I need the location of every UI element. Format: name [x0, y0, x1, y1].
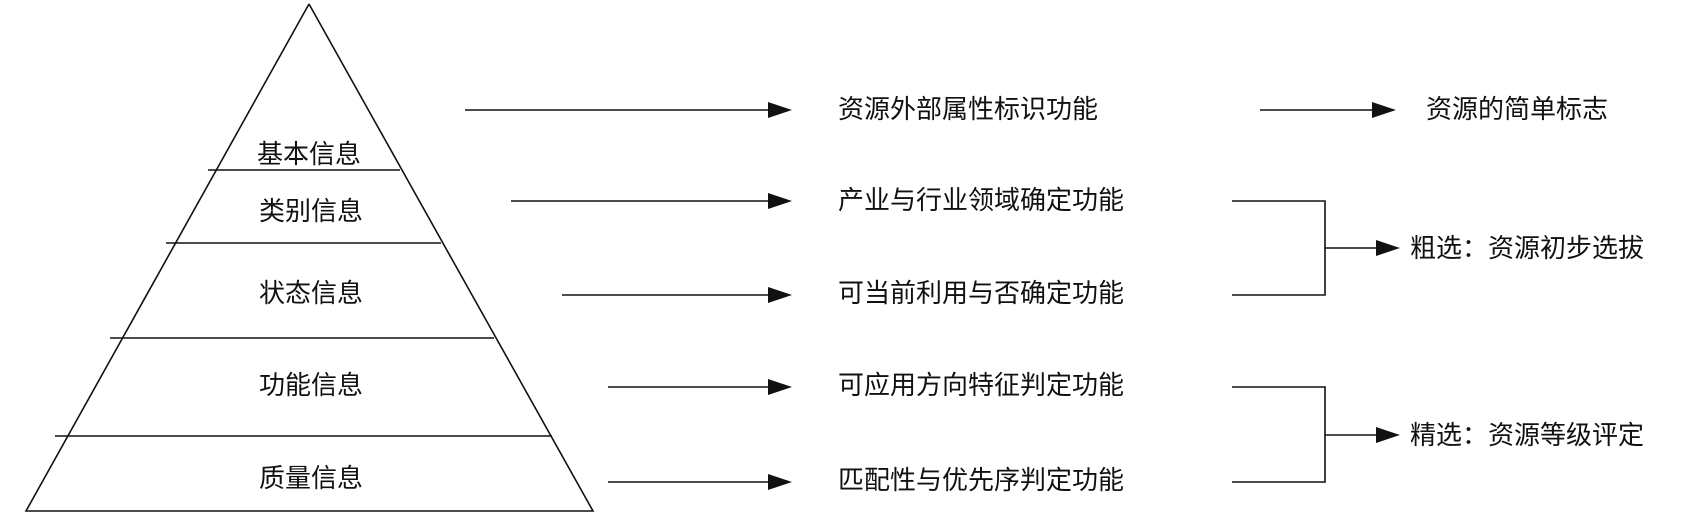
outcome-fine-selection: 精选：资源等级评定: [1410, 421, 1644, 451]
arrow-7-head: [1376, 240, 1400, 256]
function-label-4: 可应用方向特征判定功能: [838, 371, 1124, 401]
function-label-3: 可当前利用与否确定功能: [838, 279, 1124, 309]
arrow-4-head: [768, 379, 792, 395]
arrow-1-head: [768, 102, 792, 118]
function-label-1: 资源外部属性标识功能: [838, 95, 1098, 125]
outcome-rough-selection: 粗选：资源初步选拔: [1410, 234, 1644, 264]
pyramid-layer-function: 功能信息: [259, 371, 363, 401]
layer-to-function-arrows: [465, 102, 792, 490]
bracket-rough: [1232, 200, 1326, 296]
function-label-2: 产业与行业领域确定功能: [838, 186, 1124, 216]
pyramid: 基本信息 类别信息 状态信息 功能信息 质量信息: [24, 3, 595, 512]
arrow-8-head: [1376, 427, 1400, 443]
pyramid-layer-quality: 质量信息: [259, 464, 363, 494]
simple-mark-connector: 资源的简单标志: [1260, 95, 1608, 125]
pyramid-layer-basic: 基本信息: [257, 140, 361, 170]
bracket-fine: [1232, 386, 1326, 483]
function-label-5: 匹配性与优先序判定功能: [838, 466, 1124, 496]
arrow-2-head: [768, 193, 792, 209]
pyramid-layer-status: 状态信息: [259, 279, 363, 309]
pyramid-outline: [24, 3, 595, 512]
pyramid-layer-category: 类别信息: [259, 197, 363, 227]
fine-selection-bracket: 精选：资源等级评定: [1232, 386, 1644, 483]
rough-selection-bracket: 粗选：资源初步选拔: [1232, 200, 1644, 296]
outcome-simple-mark: 资源的简单标志: [1426, 95, 1608, 125]
arrow-3-head: [768, 287, 792, 303]
arrow-6-head: [1372, 102, 1396, 118]
function-labels: 资源外部属性标识功能 产业与行业领域确定功能 可当前利用与否确定功能 可应用方向…: [838, 95, 1124, 496]
arrow-5-head: [768, 474, 792, 490]
